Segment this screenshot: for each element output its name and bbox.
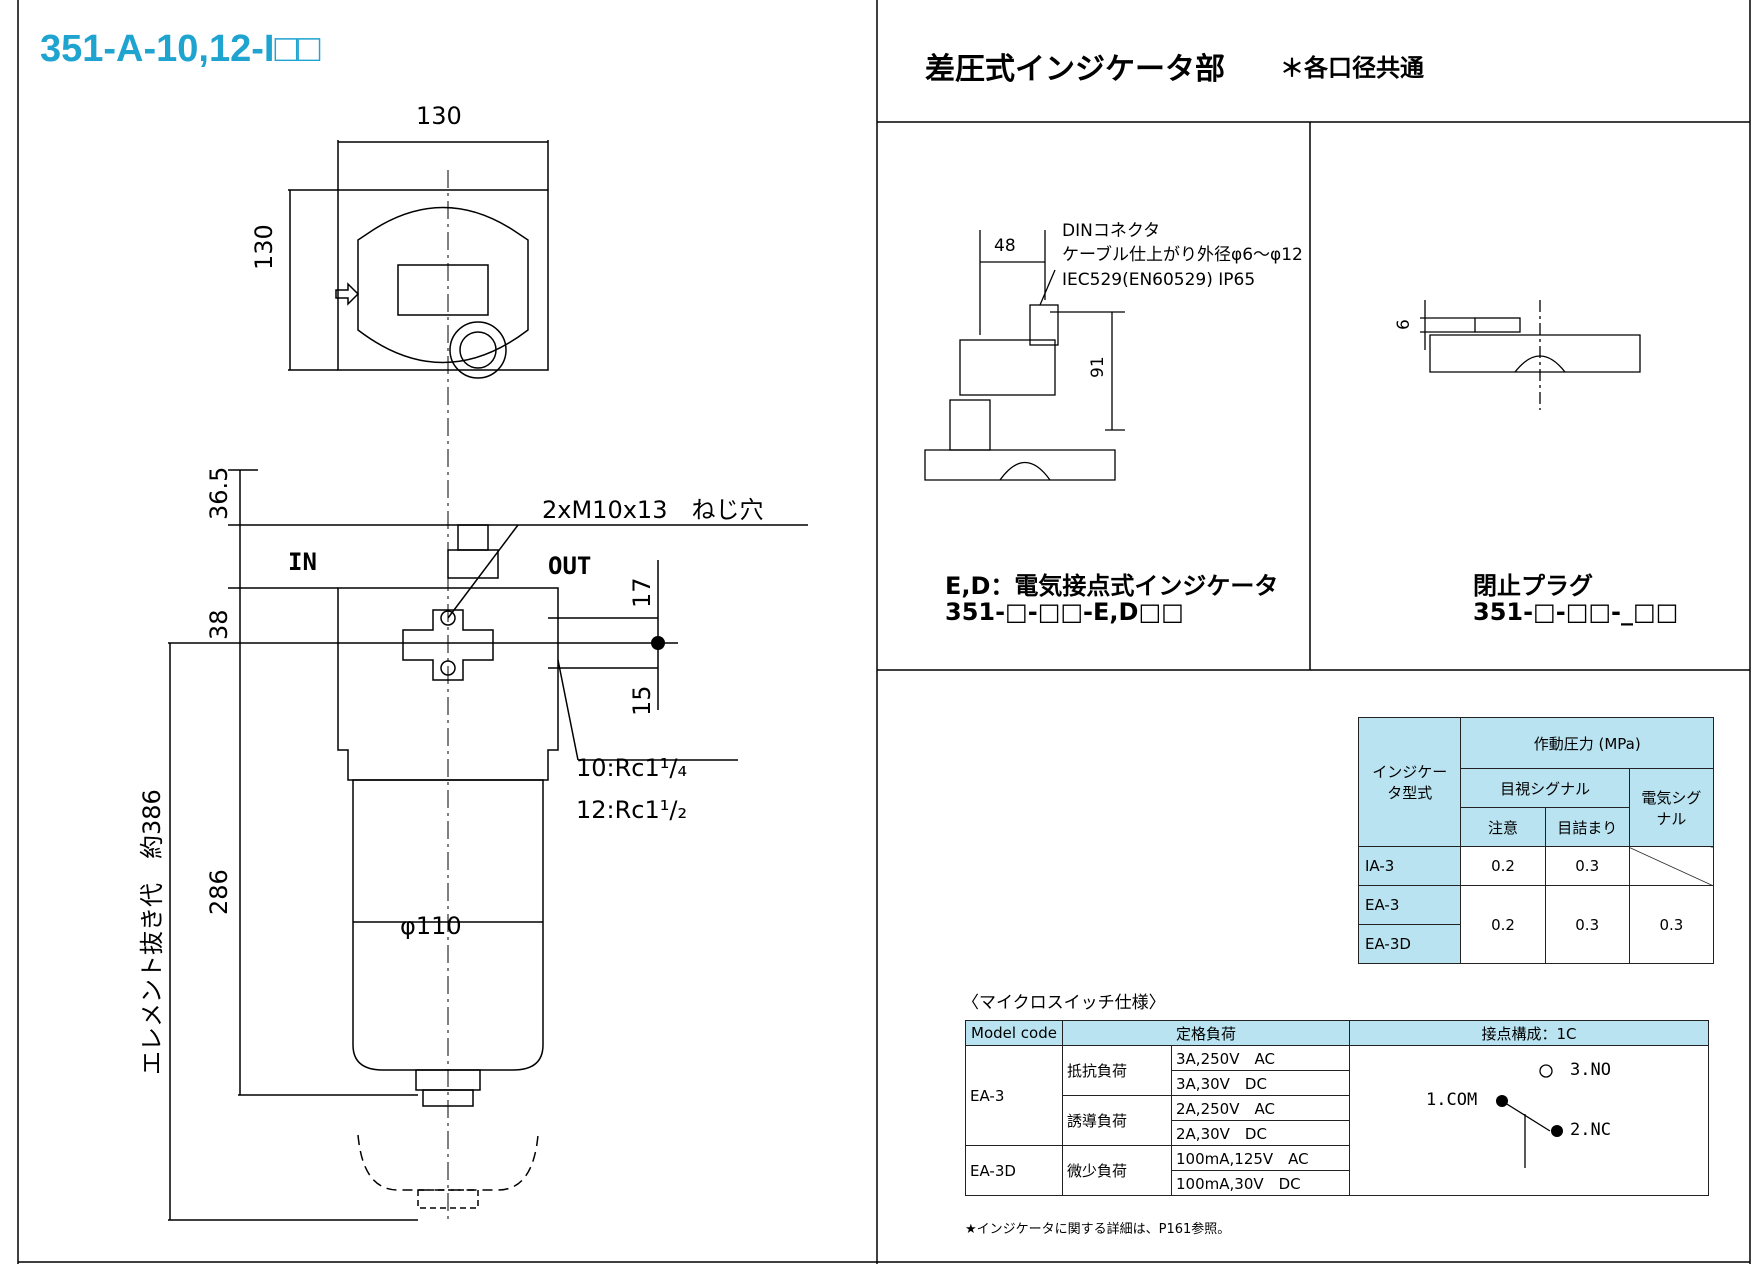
port-center-mark bbox=[651, 636, 665, 650]
ed-caption-model: 351-□-□□-E,D□□ bbox=[945, 598, 1184, 626]
dim-upper-hole: 17 bbox=[628, 577, 656, 608]
th-model: Model code bbox=[965, 1020, 1063, 1046]
cell-caution: 0.2 bbox=[1460, 885, 1546, 964]
dim-lower-hole: 15 bbox=[628, 685, 656, 716]
table-row: EA-3D bbox=[1357, 924, 1714, 964]
cell-model: EA-3 bbox=[965, 1045, 1063, 1146]
switch-table: Model code 定格負荷 接点構成：1C EA-3 抵抗負荷 3A,250… bbox=[965, 1020, 1709, 1196]
indicator-header-note: ＊各口径共通 bbox=[1280, 54, 1424, 82]
contact-diagram: 3.NO 1.COM 2.NC bbox=[1349, 1045, 1709, 1196]
terminal-com: 1.COM bbox=[1426, 1090, 1478, 1110]
ed-caption-title: E,D：電気接点式インジケータ bbox=[945, 572, 1279, 600]
dim-48: 48 bbox=[994, 236, 1016, 256]
dim-element-removal: エレメント抜き代 約386 bbox=[138, 789, 166, 1075]
th-clog: 目詰まり bbox=[1544, 807, 1630, 847]
th-contact: 接点構成：1C bbox=[1349, 1020, 1709, 1046]
switch-symbol bbox=[1496, 1064, 1563, 1168]
th-type: インジケータ型式 bbox=[1357, 717, 1462, 847]
switch-title: 〈マイクロスイッチ仕様〉 bbox=[962, 993, 1166, 1013]
side-view-head bbox=[337, 587, 559, 781]
cell-type: IA-3 bbox=[1357, 846, 1462, 886]
table-row: EA-3 0.2 0.3 0.3 bbox=[1357, 885, 1715, 964]
cell-rating: 100mA,30V DC bbox=[1171, 1170, 1350, 1196]
port-out-label: OUT bbox=[548, 552, 592, 580]
cell-clog: 0.3 bbox=[1544, 885, 1630, 964]
side-view-indicator bbox=[402, 609, 494, 681]
th-electric: 電気シグナル bbox=[1628, 768, 1715, 847]
dim-thread: 2xM10x13 ねじ穴 bbox=[542, 496, 764, 524]
cell-electric-na bbox=[1628, 846, 1715, 886]
cell-type: EA-3 bbox=[1357, 885, 1462, 925]
terminal-nc: 2.NC bbox=[1570, 1120, 1611, 1140]
cell-rating: 3A,30V DC bbox=[1171, 1070, 1350, 1096]
top-view-window bbox=[397, 264, 489, 316]
plug-caption-model: 351-□-□□-_□□ bbox=[1473, 598, 1679, 626]
ed-indicator-drawing bbox=[924, 230, 1125, 481]
filter-drawing bbox=[168, 140, 808, 1221]
dim-diameter: φ110 bbox=[400, 912, 462, 940]
din-label: DINコネクタ bbox=[1062, 221, 1161, 241]
port-size-12: 12:Rc1¹/₂ bbox=[576, 796, 688, 824]
terminal-no: 3.NO bbox=[1570, 1060, 1611, 1080]
top-view-plug bbox=[449, 321, 507, 379]
th-rated: 定格負荷 bbox=[1062, 1020, 1350, 1046]
cell-rating: 2A,250V AC bbox=[1171, 1095, 1350, 1121]
dim-body-length: 286 bbox=[205, 869, 233, 915]
indicator-header: 差圧式インジケータ部 bbox=[925, 52, 1225, 87]
dim-top-width: 130 bbox=[416, 102, 462, 130]
th-caution: 注意 bbox=[1460, 807, 1546, 847]
port-size-10: 10:Rc1¹/₄ bbox=[576, 754, 688, 782]
cell-model: EA-3D bbox=[965, 1145, 1063, 1196]
top-view-head bbox=[357, 206, 529, 364]
top-view-body bbox=[337, 189, 549, 371]
cell-rating: 3A,250V AC bbox=[1171, 1045, 1350, 1071]
dim-91: 91 bbox=[1088, 356, 1108, 378]
cell-load: 微少負荷 bbox=[1062, 1145, 1172, 1196]
table-row: IA-3 0.2 0.3 bbox=[1357, 846, 1715, 886]
cell-load: 誘導負荷 bbox=[1062, 1095, 1172, 1146]
cell-load: 抵抗負荷 bbox=[1062, 1045, 1172, 1096]
cell-rating: 2A,30V DC bbox=[1171, 1120, 1350, 1146]
dim-6: 6 bbox=[1394, 319, 1414, 330]
filter-bowl bbox=[352, 779, 544, 1071]
cell-type: EA-3D bbox=[1357, 924, 1462, 964]
plug-caption-title: 閉止プラグ bbox=[1473, 572, 1593, 600]
cell-electric: 0.3 bbox=[1628, 885, 1715, 964]
pressure-table: インジケータ型式 作動圧力 (MPa) 目視シグナル 電気シグナル 注意 目詰ま… bbox=[1357, 717, 1715, 964]
reference-note: ★インジケータに関する詳細は、P161参照。 bbox=[965, 1222, 1231, 1237]
th-pressure: 作動圧力 (MPa) bbox=[1460, 717, 1714, 769]
cell-clog: 0.3 bbox=[1544, 846, 1630, 886]
th-visual: 目視シグナル bbox=[1460, 768, 1630, 808]
plug-drawing bbox=[1420, 300, 1641, 410]
port-in-label: IN bbox=[288, 548, 317, 576]
dim-head-offset: 36.5 bbox=[205, 466, 233, 520]
dim-top-height: 130 bbox=[250, 224, 278, 270]
cell-rating: 100mA,125V AC bbox=[1171, 1145, 1350, 1171]
iec-label: IEC529(EN60529) IP65 bbox=[1062, 270, 1256, 290]
cable-label: ケーブル仕上がり外径φ6～φ12 bbox=[1062, 245, 1303, 265]
dim-port-height: 38 bbox=[205, 609, 233, 640]
model-title: 351-A-10,12-I□□ bbox=[40, 28, 321, 70]
cell-caution: 0.2 bbox=[1460, 846, 1546, 886]
